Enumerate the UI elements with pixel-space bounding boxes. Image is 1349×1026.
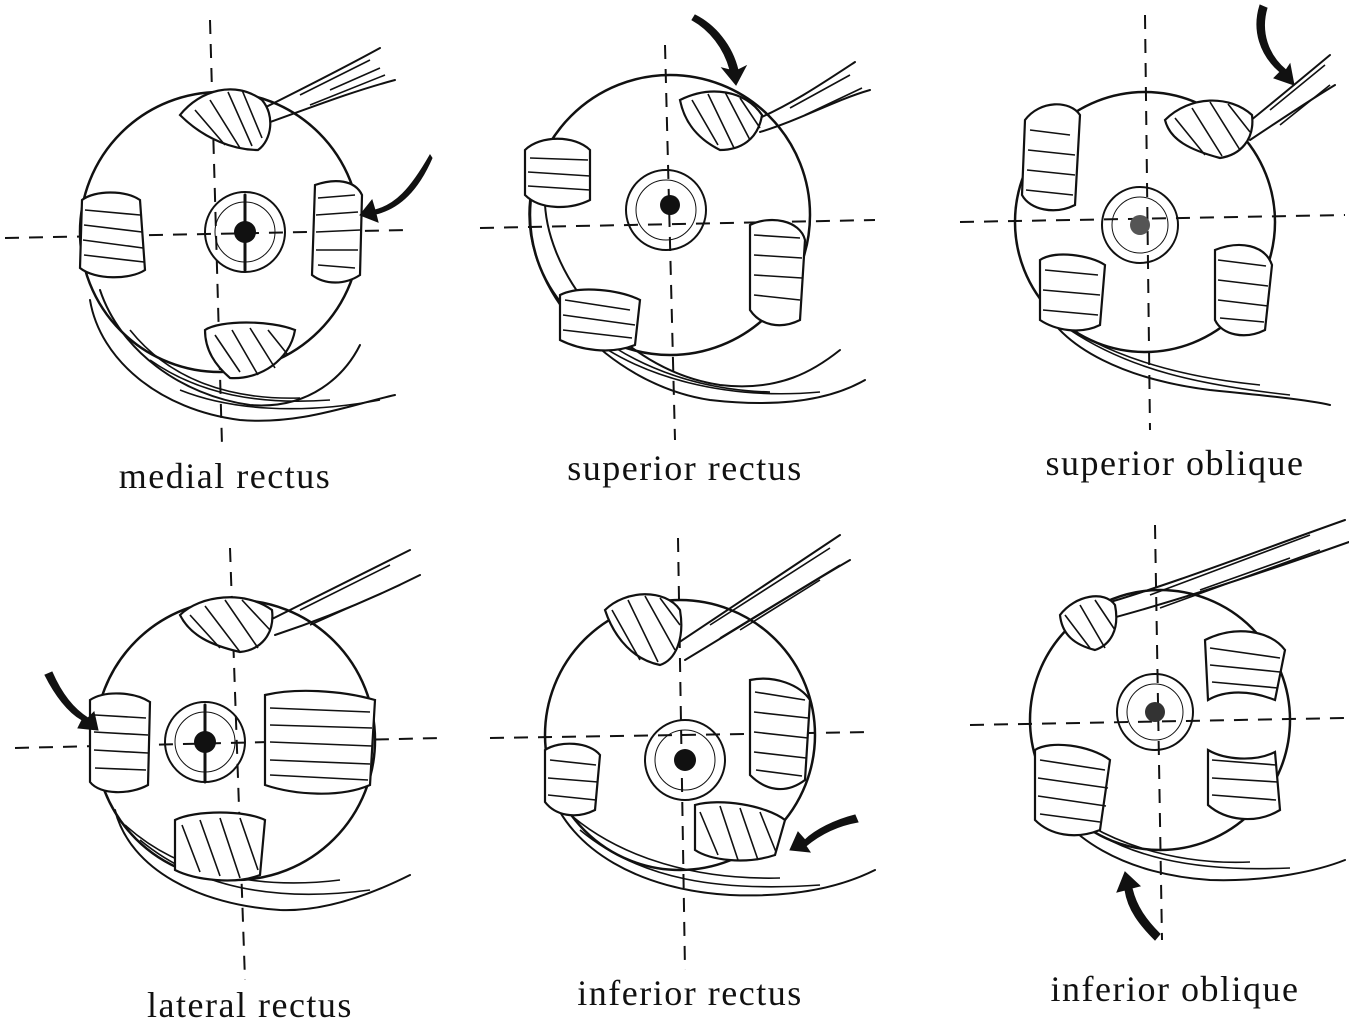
horizontal-axis	[960, 215, 1345, 222]
tendon	[1100, 520, 1349, 620]
eye-illustration-medial-rectus	[0, 0, 420, 500]
vertical-axis	[665, 45, 675, 440]
caption-superior-oblique: superior oblique	[1025, 442, 1325, 484]
tendon	[270, 550, 420, 635]
caption-inferior-rectus: inferior rectus	[550, 972, 830, 1014]
pupil	[1130, 215, 1150, 235]
caption-medial-rectus: medial rectus	[95, 455, 355, 497]
panel-superior-oblique: superior oblique	[930, 0, 1349, 500]
caption-superior-rectus: superior rectus	[550, 447, 820, 489]
pupil	[1145, 702, 1165, 722]
horizontal-axis	[490, 732, 870, 738]
tendon	[260, 48, 395, 125]
rotation-arrow	[692, 15, 746, 85]
muscle-superior	[180, 597, 272, 652]
panel-medial-rectus: medial rectus	[0, 0, 420, 500]
eye-illustration-lateral-rectus	[0, 520, 440, 1023]
tendon	[755, 62, 870, 132]
panel-superior-rectus: superior rectus	[470, 0, 890, 500]
muscle-left-band	[80, 193, 145, 278]
pupil	[674, 749, 696, 771]
muscle-inferior	[175, 813, 265, 881]
panel-inferior-rectus: inferior rectus	[480, 520, 910, 1023]
panel-inferior-oblique: inferior oblique	[950, 520, 1349, 1023]
rotation-arrow	[360, 155, 432, 222]
muscle-inferior	[205, 323, 295, 379]
eye-illustration-superior-rectus	[470, 0, 890, 500]
panel-lateral-rectus: lateral rectus	[0, 520, 440, 1023]
horizontal-axis	[15, 738, 440, 748]
tendon	[675, 535, 850, 660]
muscle-lateral-rectus	[90, 693, 150, 792]
muscle-superior	[180, 89, 270, 150]
caption-inferior-oblique: inferior oblique	[1025, 968, 1325, 1010]
rotation-arrow	[790, 815, 858, 852]
rotation-arrow	[1257, 5, 1294, 85]
eye-illustration-inferior-oblique	[950, 520, 1349, 1023]
vertical-axis	[210, 20, 222, 445]
horizontal-axis	[480, 220, 875, 228]
eye-illustration-superior-oblique	[930, 0, 1349, 500]
muscle-superior	[1060, 596, 1116, 650]
pupil	[660, 195, 680, 215]
rotation-arrow	[1117, 872, 1160, 940]
eye-illustration-inferior-rectus	[480, 520, 910, 1023]
caption-lateral-rectus: lateral rectus	[120, 984, 380, 1026]
